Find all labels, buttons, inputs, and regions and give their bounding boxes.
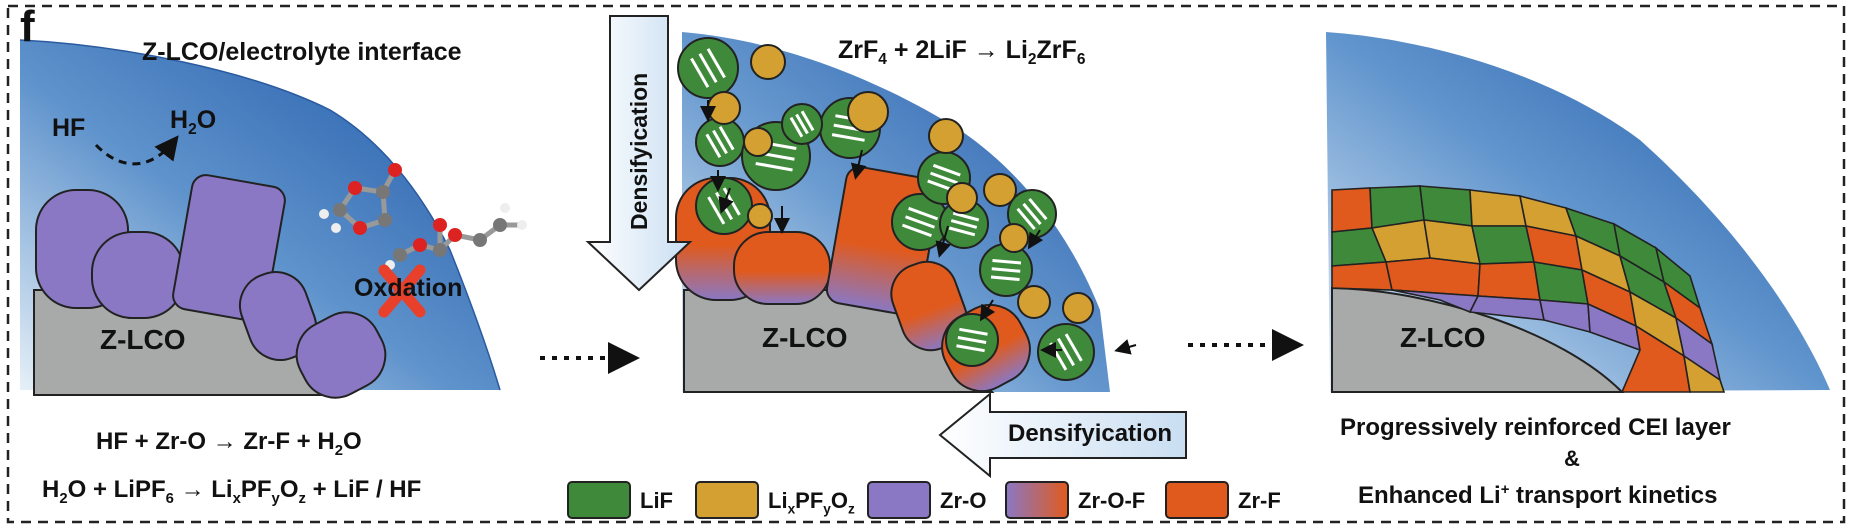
legend-swatch-zr-o xyxy=(867,481,931,519)
h2o-label: H2O xyxy=(170,106,217,138)
legend-label-zr-f: Zr-F xyxy=(1238,488,1281,513)
lixpfyoz-particle xyxy=(928,118,964,154)
densification-down-arrow xyxy=(585,15,693,292)
legend-label-zr-o: Zr-O xyxy=(940,488,987,513)
cei-grain xyxy=(1477,261,1541,301)
lixpfyoz-particle xyxy=(747,203,773,229)
zr-o-particle xyxy=(91,231,185,319)
left-panel xyxy=(19,39,527,399)
cei-layer-mosaic xyxy=(1331,185,1726,393)
legend-swatch-zr-o-f xyxy=(1005,481,1069,519)
substrate-label: Z-LCO xyxy=(100,324,186,355)
lif-particle xyxy=(695,117,745,167)
cei-summary-line-3: Enhanced Li+ transport kinetics xyxy=(1358,482,1718,509)
cei-grain xyxy=(1471,225,1535,265)
hf-label: HF xyxy=(52,114,86,142)
middle-panel xyxy=(585,15,1187,479)
panel-label: f xyxy=(20,2,35,51)
hf-to-h2o-arrow xyxy=(94,135,179,166)
substrate-label: Z-LCO xyxy=(1400,322,1486,353)
lixpfyoz-particle xyxy=(743,127,773,157)
zr-f-particle xyxy=(733,231,831,305)
deposition-arrows xyxy=(700,100,1137,358)
equation-1: HF + Zr-O → Zr-F + H2O xyxy=(96,428,362,459)
oxidation-label: Oxdation xyxy=(354,274,463,302)
cei-grain xyxy=(1331,187,1373,233)
zr-o-particle xyxy=(239,271,317,361)
cei-grain xyxy=(1331,261,1393,291)
figure-frame xyxy=(6,4,1846,524)
cei-summary-line-1: Progressively reinforced CEI layer xyxy=(1340,414,1731,441)
legend-swatch-lixpfyoz xyxy=(695,481,759,519)
z-lco-substrate xyxy=(1331,286,1625,393)
lif-particle xyxy=(939,199,989,249)
densification-left-arrow xyxy=(938,391,1187,479)
carbonate-molecule-icon xyxy=(319,163,402,235)
cei-grain xyxy=(1620,324,1691,393)
lixpfyoz-particle xyxy=(946,182,978,214)
lixpfyoz-particles xyxy=(707,44,1094,324)
lixpfyoz-particle xyxy=(750,44,786,80)
cei-grain xyxy=(1469,189,1527,227)
linear-carbonate-molecule-icon xyxy=(385,203,527,270)
lixpfyoz-particle xyxy=(1062,292,1094,324)
left-panel-title: Z-LCO/electrolyte interface xyxy=(142,38,462,66)
right-panel xyxy=(1326,32,1830,393)
densification-horizontal-label: Densifyication xyxy=(1008,420,1173,447)
lixpfyoz-particle xyxy=(847,91,889,133)
legend-swatch-zr-f xyxy=(1165,481,1229,519)
blocked-x-icon xyxy=(378,264,426,318)
lif-particle xyxy=(945,313,999,367)
cei-summary-amp: & xyxy=(1564,446,1580,471)
cei-grain xyxy=(1682,354,1726,393)
lif-particle xyxy=(1037,323,1095,381)
reaction-equation: ZrF4 + 2LiF → Li2ZrF6 xyxy=(838,36,1086,68)
lixpfyoz-particle xyxy=(1017,285,1051,319)
legend-swatch-lif xyxy=(567,481,631,519)
zr-o-particle xyxy=(295,311,387,399)
legend xyxy=(567,481,1229,519)
lif-particle xyxy=(781,103,823,145)
legend-label-lif: LiF xyxy=(640,488,673,513)
legend-label-zr-o-f: Zr-O-F xyxy=(1078,488,1146,513)
lixpfyoz-particle xyxy=(983,173,1017,207)
substrate-label: Z-LCO xyxy=(762,322,848,353)
lif-particle xyxy=(677,37,739,99)
equation-2: H2O + LiPF6 → LixPFyOz + LiF / HF xyxy=(42,476,422,507)
legend-label-lixpfyoz: LixPFyOz xyxy=(768,488,855,517)
lixpfyoz-particle xyxy=(707,91,741,125)
densification-vertical-label: Densifyication xyxy=(626,72,652,230)
lixpfyoz-particle xyxy=(999,223,1029,253)
